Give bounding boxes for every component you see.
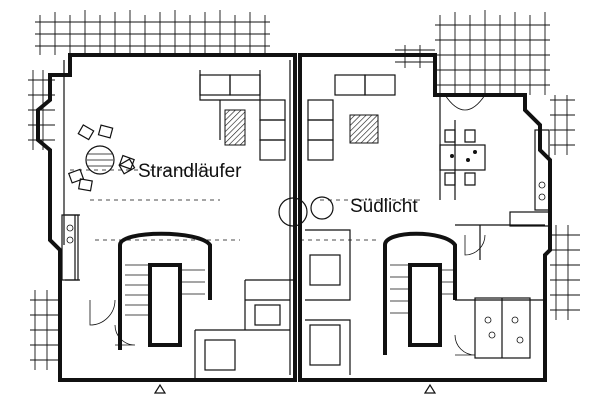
sofa-left-icon — [199, 74, 286, 161]
sofa-right-icon — [307, 74, 396, 161]
unit-label-right: Südlicht — [350, 196, 418, 217]
fireplace-right-icon — [349, 114, 379, 144]
exterior-walls — [36, 53, 552, 382]
fireplace-left-icon — [224, 109, 246, 146]
round-table-icon — [67, 124, 136, 192]
dining-table-icon — [439, 94, 486, 186]
bathroom-fixtures — [204, 254, 341, 371]
terrace-paving — [28, 10, 580, 370]
stair-left-icon — [125, 264, 205, 316]
entrance-arrow-icon — [153, 383, 437, 394]
bed-icon — [474, 297, 531, 359]
interior-walls-right — [305, 95, 545, 375]
door-swing-icon — [89, 196, 486, 356]
unit-label-left: Strandläufer — [138, 161, 242, 182]
overhead-dashed — [70, 169, 420, 241]
stair-right-icon — [390, 264, 455, 314]
kitchen-counter-left-icon — [61, 214, 79, 281]
kitchen-counter-right-icon — [509, 129, 551, 227]
